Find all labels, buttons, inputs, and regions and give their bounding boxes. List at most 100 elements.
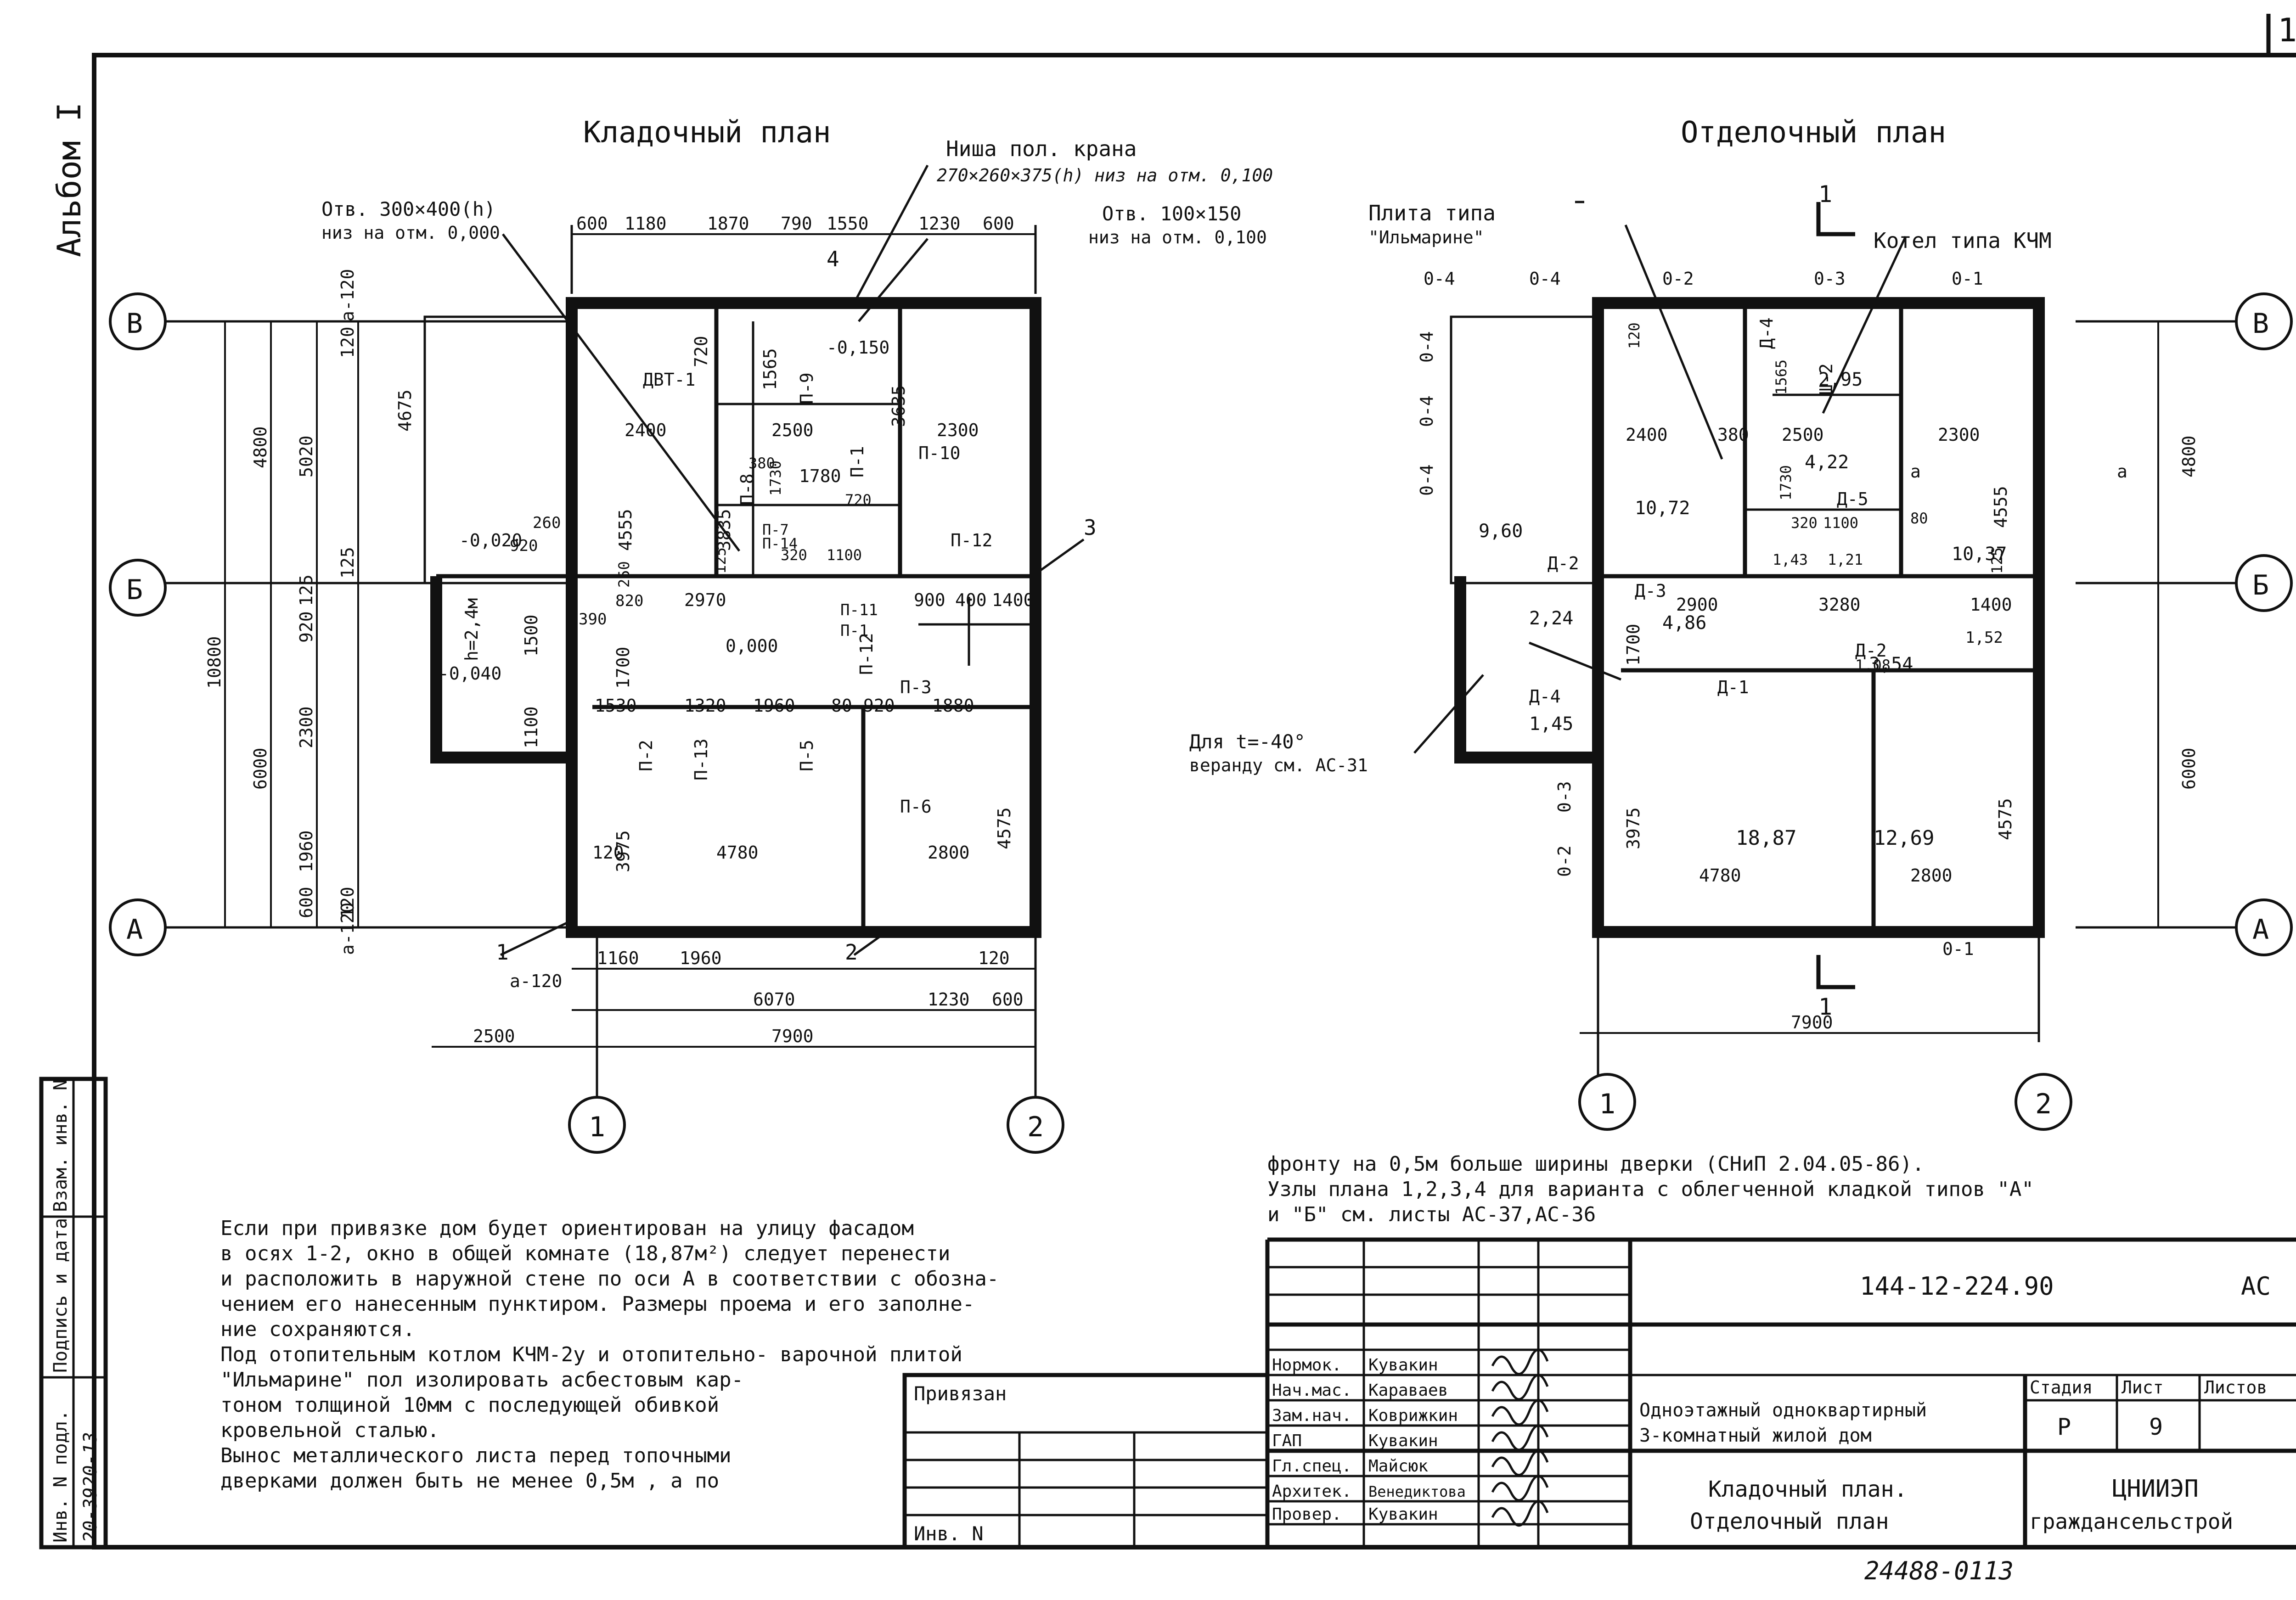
overall-h4: 4675: [395, 389, 415, 432]
fin-dim-13: 4800: [2179, 435, 2199, 477]
fin-dim-7: 1400: [1970, 595, 2012, 615]
mark-d4b: Д-4: [1529, 686, 1561, 707]
finishing-plan-title: Отделочный план: [1681, 116, 1946, 150]
mark-p14: П-14: [762, 535, 798, 552]
win-1: 0-4: [1529, 269, 1561, 289]
stamp-role-4: Гл.спец.: [1272, 1457, 1351, 1476]
note-line-5: Под отопительным котлом КЧМ-2у и отопите…: [220, 1343, 962, 1366]
left-dim-4: 920: [296, 611, 316, 643]
side-sign-date: Подпись и дата: [50, 1218, 71, 1373]
side-inv-value: 20-3920-13: [80, 1432, 101, 1543]
fin-dim-8: 1700: [1623, 623, 1643, 666]
fin-dim-14: 6000: [2179, 747, 2199, 790]
fin-dim-11: 2800: [1910, 865, 1953, 886]
area-5: 2,24: [1529, 608, 1573, 629]
finishing-axis-markers: В Б А 1 2: [1578, 292, 2293, 1131]
area-10: 1,21: [1828, 551, 1863, 568]
mark-sh2: Ш-2: [1816, 363, 1836, 395]
note-right-2: и "Б" см. листы АС-37,АС-36: [1267, 1203, 1596, 1226]
stamp-project: Одноэтажный одноквартирный: [1639, 1400, 1927, 1421]
top-dim-5: 1230: [918, 213, 961, 234]
room-dim-33: 250: [615, 561, 633, 588]
stamp-sheets-label: Листов: [2204, 1377, 2267, 1398]
area-8: 1,52: [1965, 629, 2003, 647]
bottom-dim-4: 600: [992, 989, 1024, 1010]
note-niche: Ниша пол. крана: [946, 136, 1137, 161]
stamp-name-4: Майсюк: [1368, 1457, 1428, 1476]
mark-p12a: П-12: [951, 530, 993, 550]
mark-p1a: П-1: [847, 446, 867, 477]
fin-dim-5: 2900: [1676, 595, 1718, 615]
fin-dim-20: 125: [1988, 547, 2006, 574]
mark-p8: П-8: [737, 473, 757, 505]
area-2: 2,95: [1818, 369, 1863, 390]
room-dim-35: 390: [579, 610, 607, 629]
bottom-dim-2: 120: [978, 948, 1010, 968]
stamp-role-2: Зам.нач.: [1272, 1406, 1351, 1425]
stamp-role-6: Провер.: [1272, 1505, 1342, 1524]
mark-p3: П-3: [900, 677, 932, 697]
fin-dim-6: 3280: [1818, 595, 1861, 615]
area-12: 1,45: [1529, 713, 1573, 735]
masonry-outer-walls: [566, 297, 1041, 938]
stamp-name-6: Кувакин: [1368, 1505, 1438, 1524]
overall-h3: 5020: [296, 435, 316, 477]
signature-1: [1491, 1374, 1549, 1401]
stamp-org: ЦНИИЭП: [2112, 1475, 2199, 1503]
axis-2-left: 2: [1027, 1111, 1044, 1143]
stamp-doc-code: 144-12-224.90: [1860, 1272, 2054, 1301]
fin-dim-15: 7900: [1791, 1012, 1833, 1033]
stamp-sheet-title2: Отделочный план: [1690, 1509, 1889, 1534]
area-7: 3,54: [1869, 654, 1913, 675]
stamp-name-1: Караваев: [1368, 1381, 1448, 1400]
win-5: 0-4: [1417, 331, 1437, 363]
area-3: 10,37: [1952, 544, 2007, 565]
masonry-plan: [165, 164, 1085, 1102]
bottom-dim-3: 1230: [928, 989, 970, 1010]
mark-dvt1: ДВТ-1: [643, 370, 695, 390]
mark-a120: a-120: [510, 971, 562, 991]
room-dim-21: 1400: [992, 590, 1034, 610]
stamp-stage: Р: [2057, 1414, 2071, 1440]
fin-dim-10: 4780: [1699, 865, 1741, 886]
top-dim-2: 1870: [707, 213, 749, 234]
masonry-vestibule-wall: [430, 576, 572, 764]
general-notes: Если при привязке дом будет ориентирован…: [220, 1152, 2034, 1493]
album-label: Альбом I: [51, 102, 88, 257]
signature-0: [1491, 1348, 1549, 1375]
section-mark-bottom: 1: [1818, 994, 1832, 1020]
room-dim-12: 1530: [595, 696, 637, 716]
signature-3: [1491, 1424, 1549, 1451]
left-dim-2: 125: [338, 547, 358, 578]
area-9: 1,43: [1773, 551, 1808, 568]
fin-dim-1: 380: [1717, 425, 1749, 445]
note-line-8: кровельной сталью.: [220, 1419, 439, 1442]
note-line-4: ние сохраняются.: [220, 1318, 415, 1341]
axis-1-left: 1: [589, 1111, 605, 1143]
bottom-dim-0: 1160: [597, 948, 639, 968]
overall-h1: 4800: [250, 426, 270, 468]
room-dim-11: 4575: [994, 807, 1014, 849]
fin-dim-18: 320: [1791, 514, 1818, 532]
win-2: 0-2: [1662, 269, 1694, 289]
mark-p11: П-11: [840, 601, 878, 619]
area-6: 4,86: [1662, 612, 1706, 634]
mark-d2b: Д-2: [1855, 640, 1887, 661]
stamp-inv: Инв. N: [914, 1522, 984, 1545]
mark-p10: П-10: [918, 443, 961, 463]
win-8: 0-3: [1554, 781, 1575, 813]
top-dim-4: 1550: [827, 213, 869, 234]
note-right-0: фронту на 0,5м больше ширины дверки (СНи…: [1267, 1152, 1924, 1176]
area-13: 18,87: [1736, 826, 1796, 850]
note-line-7: тоном толщиной 10мм с последующей обивко…: [220, 1393, 719, 1417]
note-line-9: Вынос металлического листа перед топочны…: [220, 1444, 732, 1467]
fin-dim-17: 1730: [1777, 465, 1795, 500]
area-14: 12,69: [1874, 826, 1934, 850]
mark-p12b: П-12: [856, 633, 877, 675]
mark-a-left: а: [1910, 461, 1921, 482]
side-inv-repl: Взам. инв. N: [50, 1079, 71, 1212]
mark-node4: 4: [827, 247, 839, 271]
axis-v-left: В: [126, 308, 143, 340]
note-opening2-level: низ на отм. 0,100: [1088, 227, 1267, 247]
overall-h-total: 10800: [204, 636, 225, 689]
